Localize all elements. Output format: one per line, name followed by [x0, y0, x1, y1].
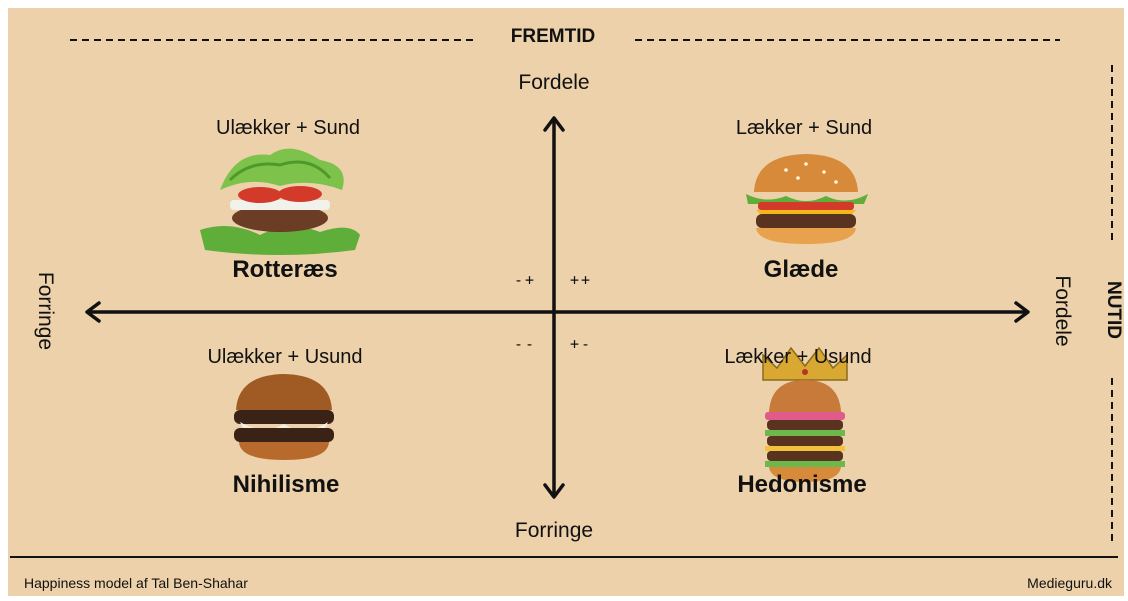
quadrant-top-left-subtitle: Ulækker + Sund	[216, 117, 360, 139]
sign-top-right: ++	[570, 271, 593, 289]
right-label: NUTID	[1103, 280, 1124, 340]
quadrant-top-left-title: Rotteræs	[232, 256, 338, 283]
x-axis-left-label: Forringe	[34, 271, 57, 351]
footer-site: Medieguru.dk	[1027, 575, 1112, 591]
quadrant-bottom-left-title: Nihilisme	[232, 471, 340, 498]
quadrant-top-right-subtitle: Lækker + Sund	[735, 117, 873, 139]
arrow-up-icon	[543, 116, 565, 132]
sign-bottom-right: +-	[570, 335, 593, 353]
y-axis-bottom-label: Forringe	[514, 519, 594, 542]
arrow-down-icon	[543, 483, 565, 499]
messy-burger-icon	[234, 374, 334, 460]
arrow-right-icon	[1014, 301, 1030, 323]
quadrant-bottom-right-subtitle: Lækker + Usund	[724, 346, 872, 368]
classic-burger-icon	[746, 154, 868, 244]
quadrant-bottom-left-subtitle: Ulækker + Usund	[207, 346, 363, 368]
y-axis-top-label: Fordele	[518, 71, 590, 94]
quadrant-top-right-title: Glæde	[763, 256, 839, 283]
x-axis-right-label: Fordele	[1051, 275, 1074, 347]
lettuce-burger-icon	[200, 148, 360, 255]
arrow-left-icon	[85, 301, 101, 323]
diagram-panel	[8, 8, 1124, 596]
sign-top-left: -+	[514, 271, 537, 289]
footer-credit: Happiness model af Tal Ben-Shahar	[24, 575, 248, 591]
crowned-burger-icon	[762, 346, 848, 482]
sign-bottom-left: --	[514, 335, 537, 353]
top-label: FREMTID	[510, 26, 596, 47]
quadrant-bottom-right-title: Hedonisme	[737, 471, 867, 498]
